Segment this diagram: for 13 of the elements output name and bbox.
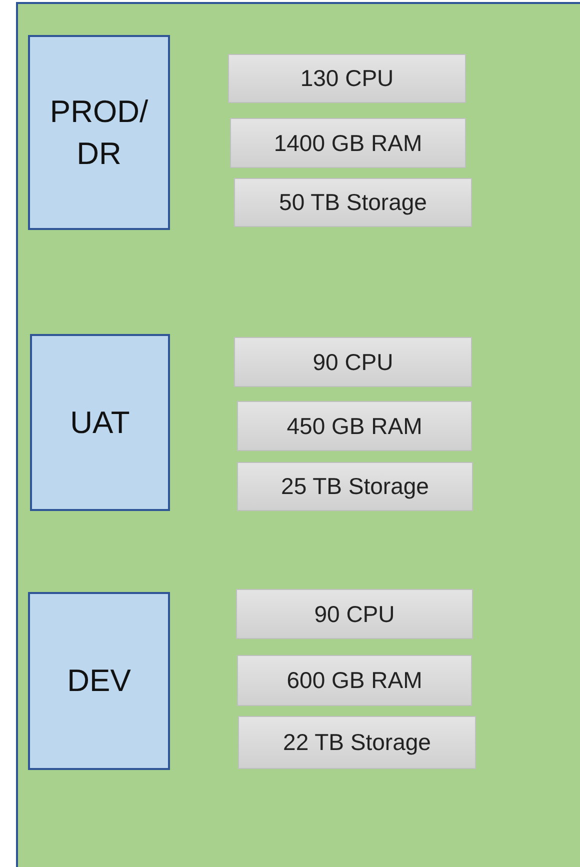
environment-box: PROD/ DR <box>28 35 170 230</box>
resource-box: 1400 GB RAM <box>230 118 466 168</box>
resource-box: 600 GB RAM <box>237 655 472 706</box>
resource-box: 25 TB Storage <box>237 462 473 511</box>
resource-box: 22 TB Storage <box>238 716 476 769</box>
environment-box: UAT <box>30 334 170 511</box>
resource-box: 90 CPU <box>236 589 473 639</box>
environment-panel <box>16 2 580 867</box>
resource-box: 450 GB RAM <box>237 401 472 451</box>
resource-box: 50 TB Storage <box>234 178 472 227</box>
resource-box: 130 CPU <box>228 54 466 103</box>
resource-box: 90 CPU <box>234 337 472 387</box>
environment-box: DEV <box>28 592 170 770</box>
